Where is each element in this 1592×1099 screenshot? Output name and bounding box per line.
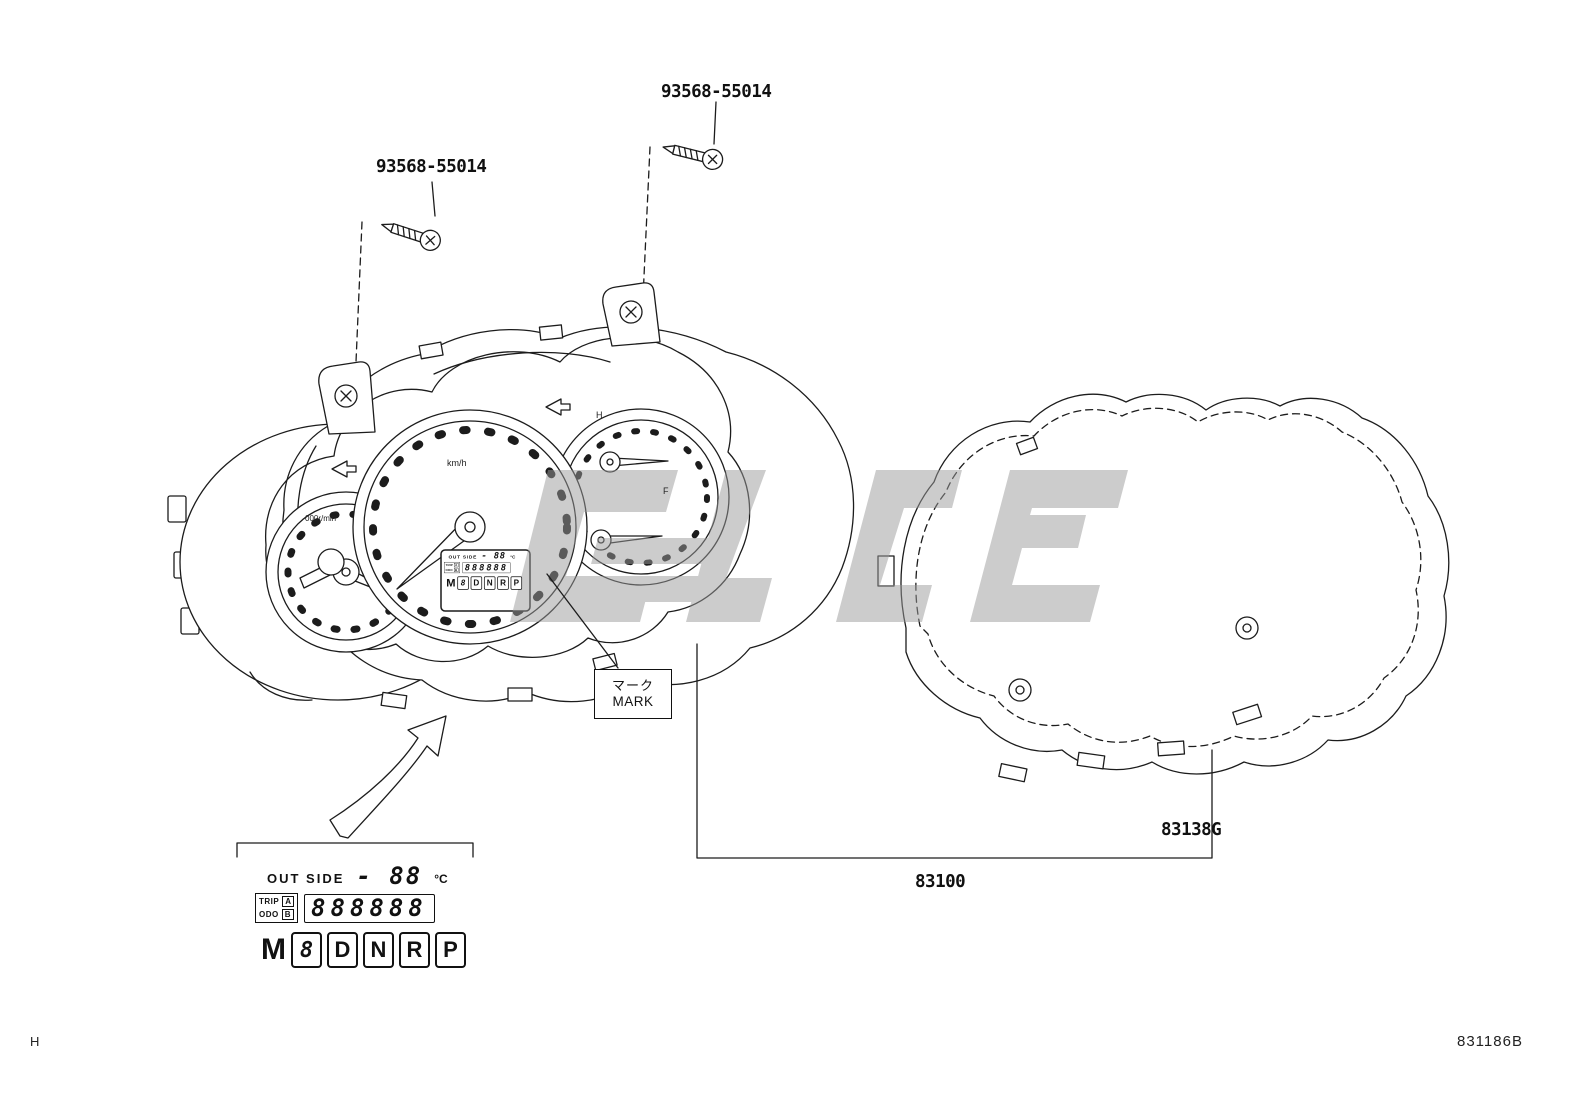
- part-label-meter-assembly: 83100: [915, 872, 966, 892]
- mark-label-en: MARK: [612, 694, 654, 709]
- lcd-odo-row: TRIP A ODO B 888888: [255, 893, 477, 923]
- mark-callout-box: マーク MARK: [594, 669, 672, 719]
- watermark-logo: [510, 470, 1128, 622]
- gear-8-box: 8: [291, 932, 322, 968]
- odometer-digits-mini: 888888: [464, 562, 508, 573]
- figure-number: 831186B: [1457, 1033, 1523, 1050]
- gear-r-box: R: [399, 932, 430, 968]
- lcd-display-in-gauge: OUT SIDE - 88 °C TRIP A ODO B 888888 M 8: [444, 550, 526, 590]
- trip-label-mini: TRIP: [445, 563, 453, 567]
- odometer-readout: 888888: [304, 893, 435, 923]
- mounting-tab-top: [602, 282, 661, 347]
- odo-label-mini: ODO: [445, 568, 453, 572]
- turn-signal-right-icon: [545, 398, 571, 416]
- temp-gauge-letter: H: [596, 410, 603, 420]
- tach-unit-label: 000r/min: [305, 514, 337, 523]
- gear-8-box-mini: 8: [457, 576, 469, 590]
- trip-b-badge: B: [281, 909, 294, 920]
- page-footer-left: H: [30, 1034, 40, 1049]
- part-label-screw-left: 93568-55014: [376, 157, 487, 177]
- odo-label: ODO: [259, 910, 279, 919]
- mounting-tab-left: [318, 361, 376, 435]
- direction-arrow-icon: [329, 715, 447, 839]
- meter-glass-drawing: [877, 393, 1450, 783]
- lcd-temp-row: OUT SIDE - 88 °C: [255, 862, 477, 890]
- speed-unit-label: km/h: [447, 458, 467, 468]
- gear-m: M: [261, 933, 286, 966]
- gear-d-box: D: [327, 932, 358, 968]
- dimension-lines: [236, 573, 1213, 859]
- part-label-screw-top: 93568-55014: [661, 82, 772, 102]
- screw-icon-top: [662, 144, 724, 171]
- screw-leader-lines: [355, 101, 717, 363]
- screw-icon-left: [381, 223, 441, 251]
- gear-p-box-mini: P: [510, 576, 523, 590]
- gear-n-box: N: [363, 932, 394, 968]
- gear-n-box-mini: N: [483, 576, 496, 590]
- trip-label: TRIP: [259, 897, 280, 906]
- temp-value-mini: - 88: [481, 550, 506, 561]
- outside-label: OUT SIDE: [267, 871, 345, 886]
- trip-a-badge-mini: A: [454, 563, 459, 568]
- lcd-display-inset: OUT SIDE - 88 °C TRIP A ODO B 888888 M 8: [255, 862, 477, 968]
- mark-label-jp: マーク: [611, 678, 654, 693]
- gear-r-box-mini: R: [497, 576, 509, 590]
- gear-p-box: P: [435, 932, 466, 968]
- trip-b-badge-mini: B: [453, 567, 459, 572]
- fuel-gauge-letter: F: [663, 486, 669, 496]
- part-label-glass: 83138G: [1161, 820, 1222, 840]
- odometer-digits: 888888: [311, 893, 428, 922]
- temp-unit: °C: [434, 872, 448, 886]
- trip-a-badge: A: [282, 896, 295, 907]
- outside-label-mini: OUT SIDE: [448, 553, 478, 560]
- gear-d-box-mini: D: [470, 576, 483, 590]
- temp-value: - 88: [356, 862, 423, 890]
- trip-odo-selector: TRIP A ODO B: [255, 893, 299, 923]
- lcd-gear-row: M 8 D N R P: [255, 932, 477, 968]
- turn-signal-left-icon: [331, 460, 357, 478]
- gear-m-mini: M: [446, 576, 456, 589]
- temp-unit-mini: °C: [510, 554, 516, 560]
